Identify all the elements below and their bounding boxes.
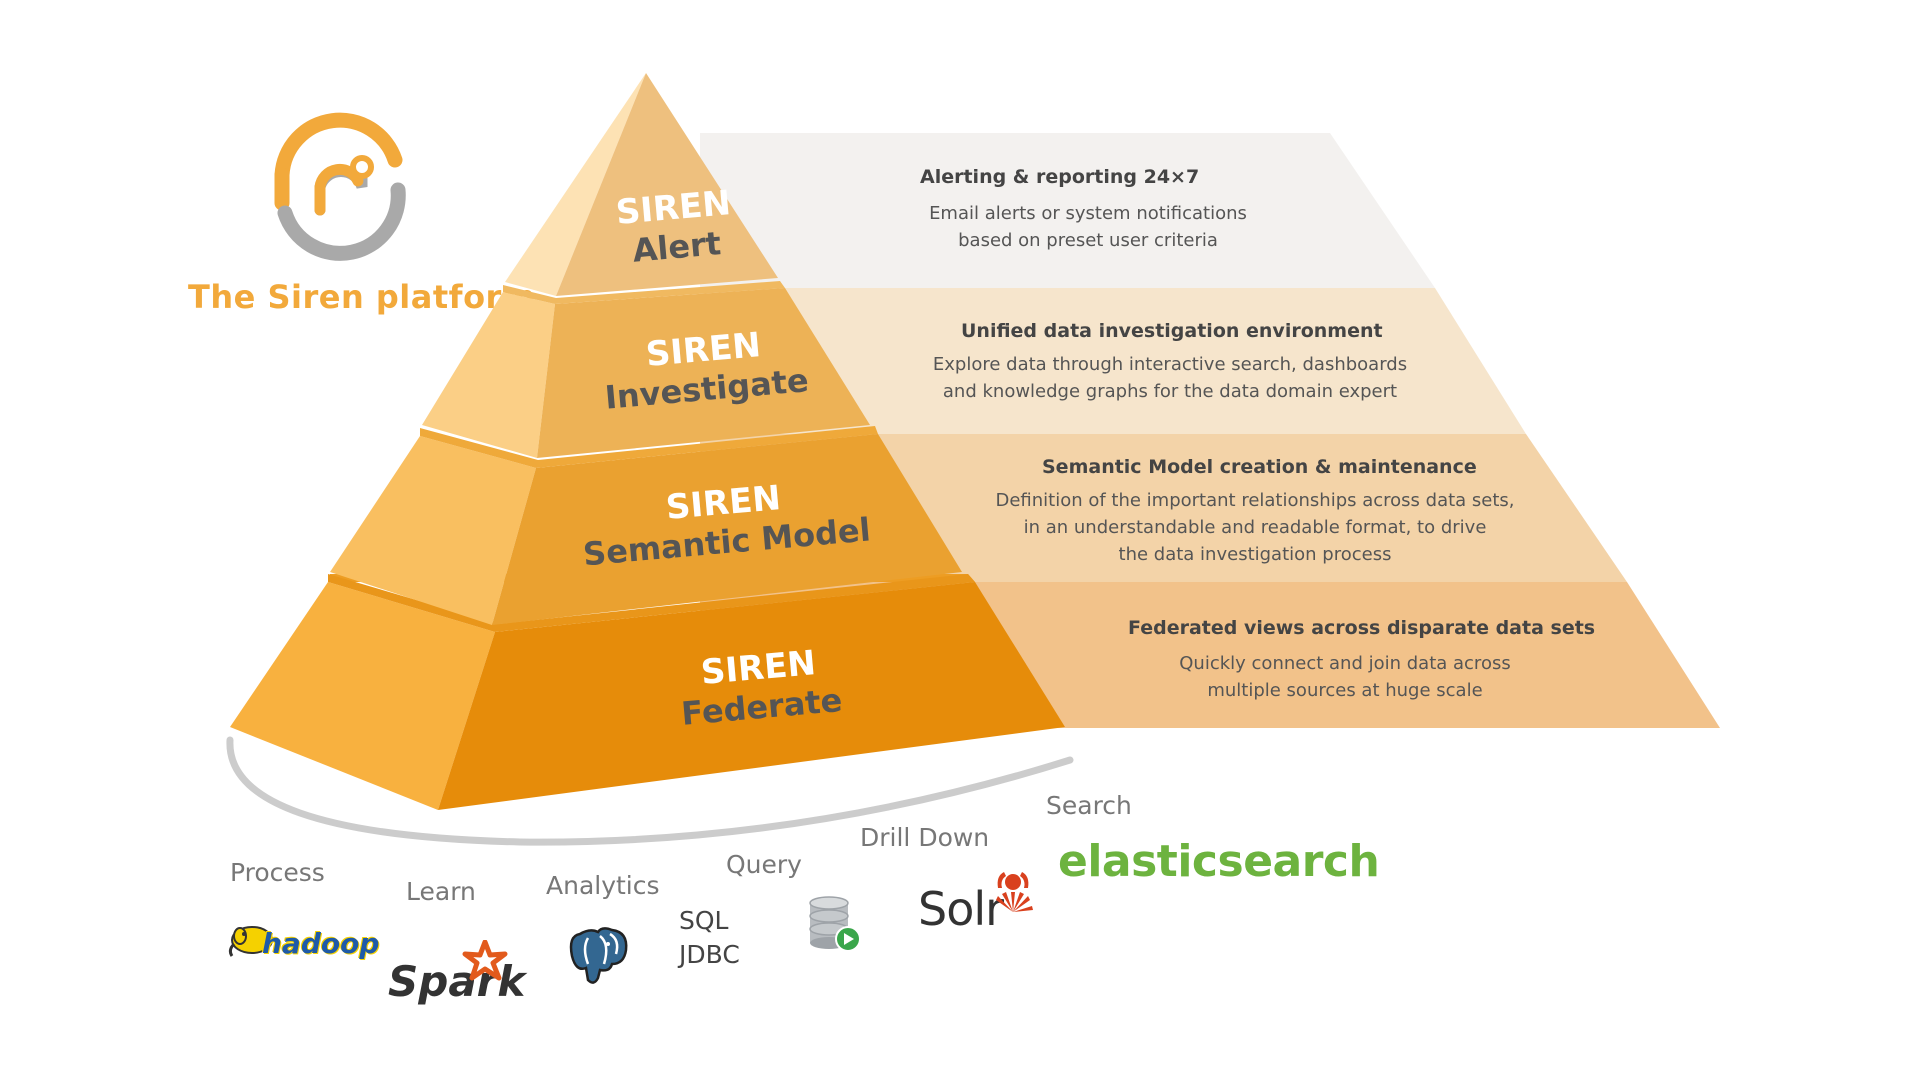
panel-line: Definition of the important relationship… [995,490,1515,511]
level-alert: SIREN Alert [597,182,753,273]
solr-logo: Solr [918,882,1004,936]
pyramid-front-semantic-model [492,434,962,625]
panel-desc-alert: Email alerts or system notifications bas… [888,200,1288,254]
pyramid-front-investigate [537,288,870,458]
panel-title-investigate: Unified data investigation environment [961,320,1383,342]
panel-title-alert: Alerting & reporting 24×7 [920,166,1200,188]
solr-sun-icon [996,872,1033,912]
pyramid-left-semantic-model [330,436,536,625]
panel-band-investigate [700,288,1526,434]
pyramid-left-alert [505,73,646,296]
panel-line: Email alerts or system notifications [929,203,1247,224]
panel-line: in an understandable and readable format… [1023,517,1487,538]
panel-desc-federate: Quickly connect and join data across mul… [1145,650,1545,704]
tool-label-search: Search [1046,791,1132,820]
panel-title-federate: Federated views across disparate data se… [1128,617,1596,639]
elasticsearch-logo: elasticsearch [1058,836,1380,887]
query-sql-jdbc: SQL JDBC [679,904,740,972]
tool-label-analytics: Analytics [546,871,660,900]
pyramid-front-alert [556,73,778,296]
pyramid-left-investigate [422,292,555,458]
panel-line: Explore data through interactive search,… [932,354,1408,375]
query-line-jdbc: JDBC [679,940,740,969]
tool-label-learn: Learn [406,877,476,906]
panel-line: based on preset user criteria [958,230,1218,251]
pyramid-base-shadow [226,736,1074,846]
tool-label-drill-down: Drill Down [860,823,990,852]
tool-label-process: Process [230,858,325,887]
tool-label-query: Query [726,850,802,879]
spark-star-icon [462,940,508,981]
panel-line: and knowledge graphs for the data domain… [942,381,1398,402]
hadoop-elephant-icon [228,926,273,957]
panel-desc-semantic-model: Definition of the important relationship… [990,487,1520,568]
hadoop-logo: hadoop [262,927,380,960]
panel-line: multiple sources at huge scale [1207,680,1483,701]
postgresql-elephant-icon [569,927,628,984]
pyramid-front-federate [438,582,1065,810]
panel-desc-investigate: Explore data through interactive search,… [900,351,1440,405]
spark-logo: Spark [388,957,526,1006]
pyramid-left-federate [230,582,495,810]
siren-logo-icon [274,112,406,261]
panel-line: the data investigation process [1118,544,1392,565]
query-line-sql: SQL [679,906,729,935]
brand-title: The Siren platform [188,278,536,316]
panel-band-alert [700,133,1435,288]
panel-title-semantic-model: Semantic Model creation & maintenance [1042,456,1477,478]
database-play-icon [809,896,861,952]
panel-line: Quickly connect and join data across [1179,653,1511,674]
